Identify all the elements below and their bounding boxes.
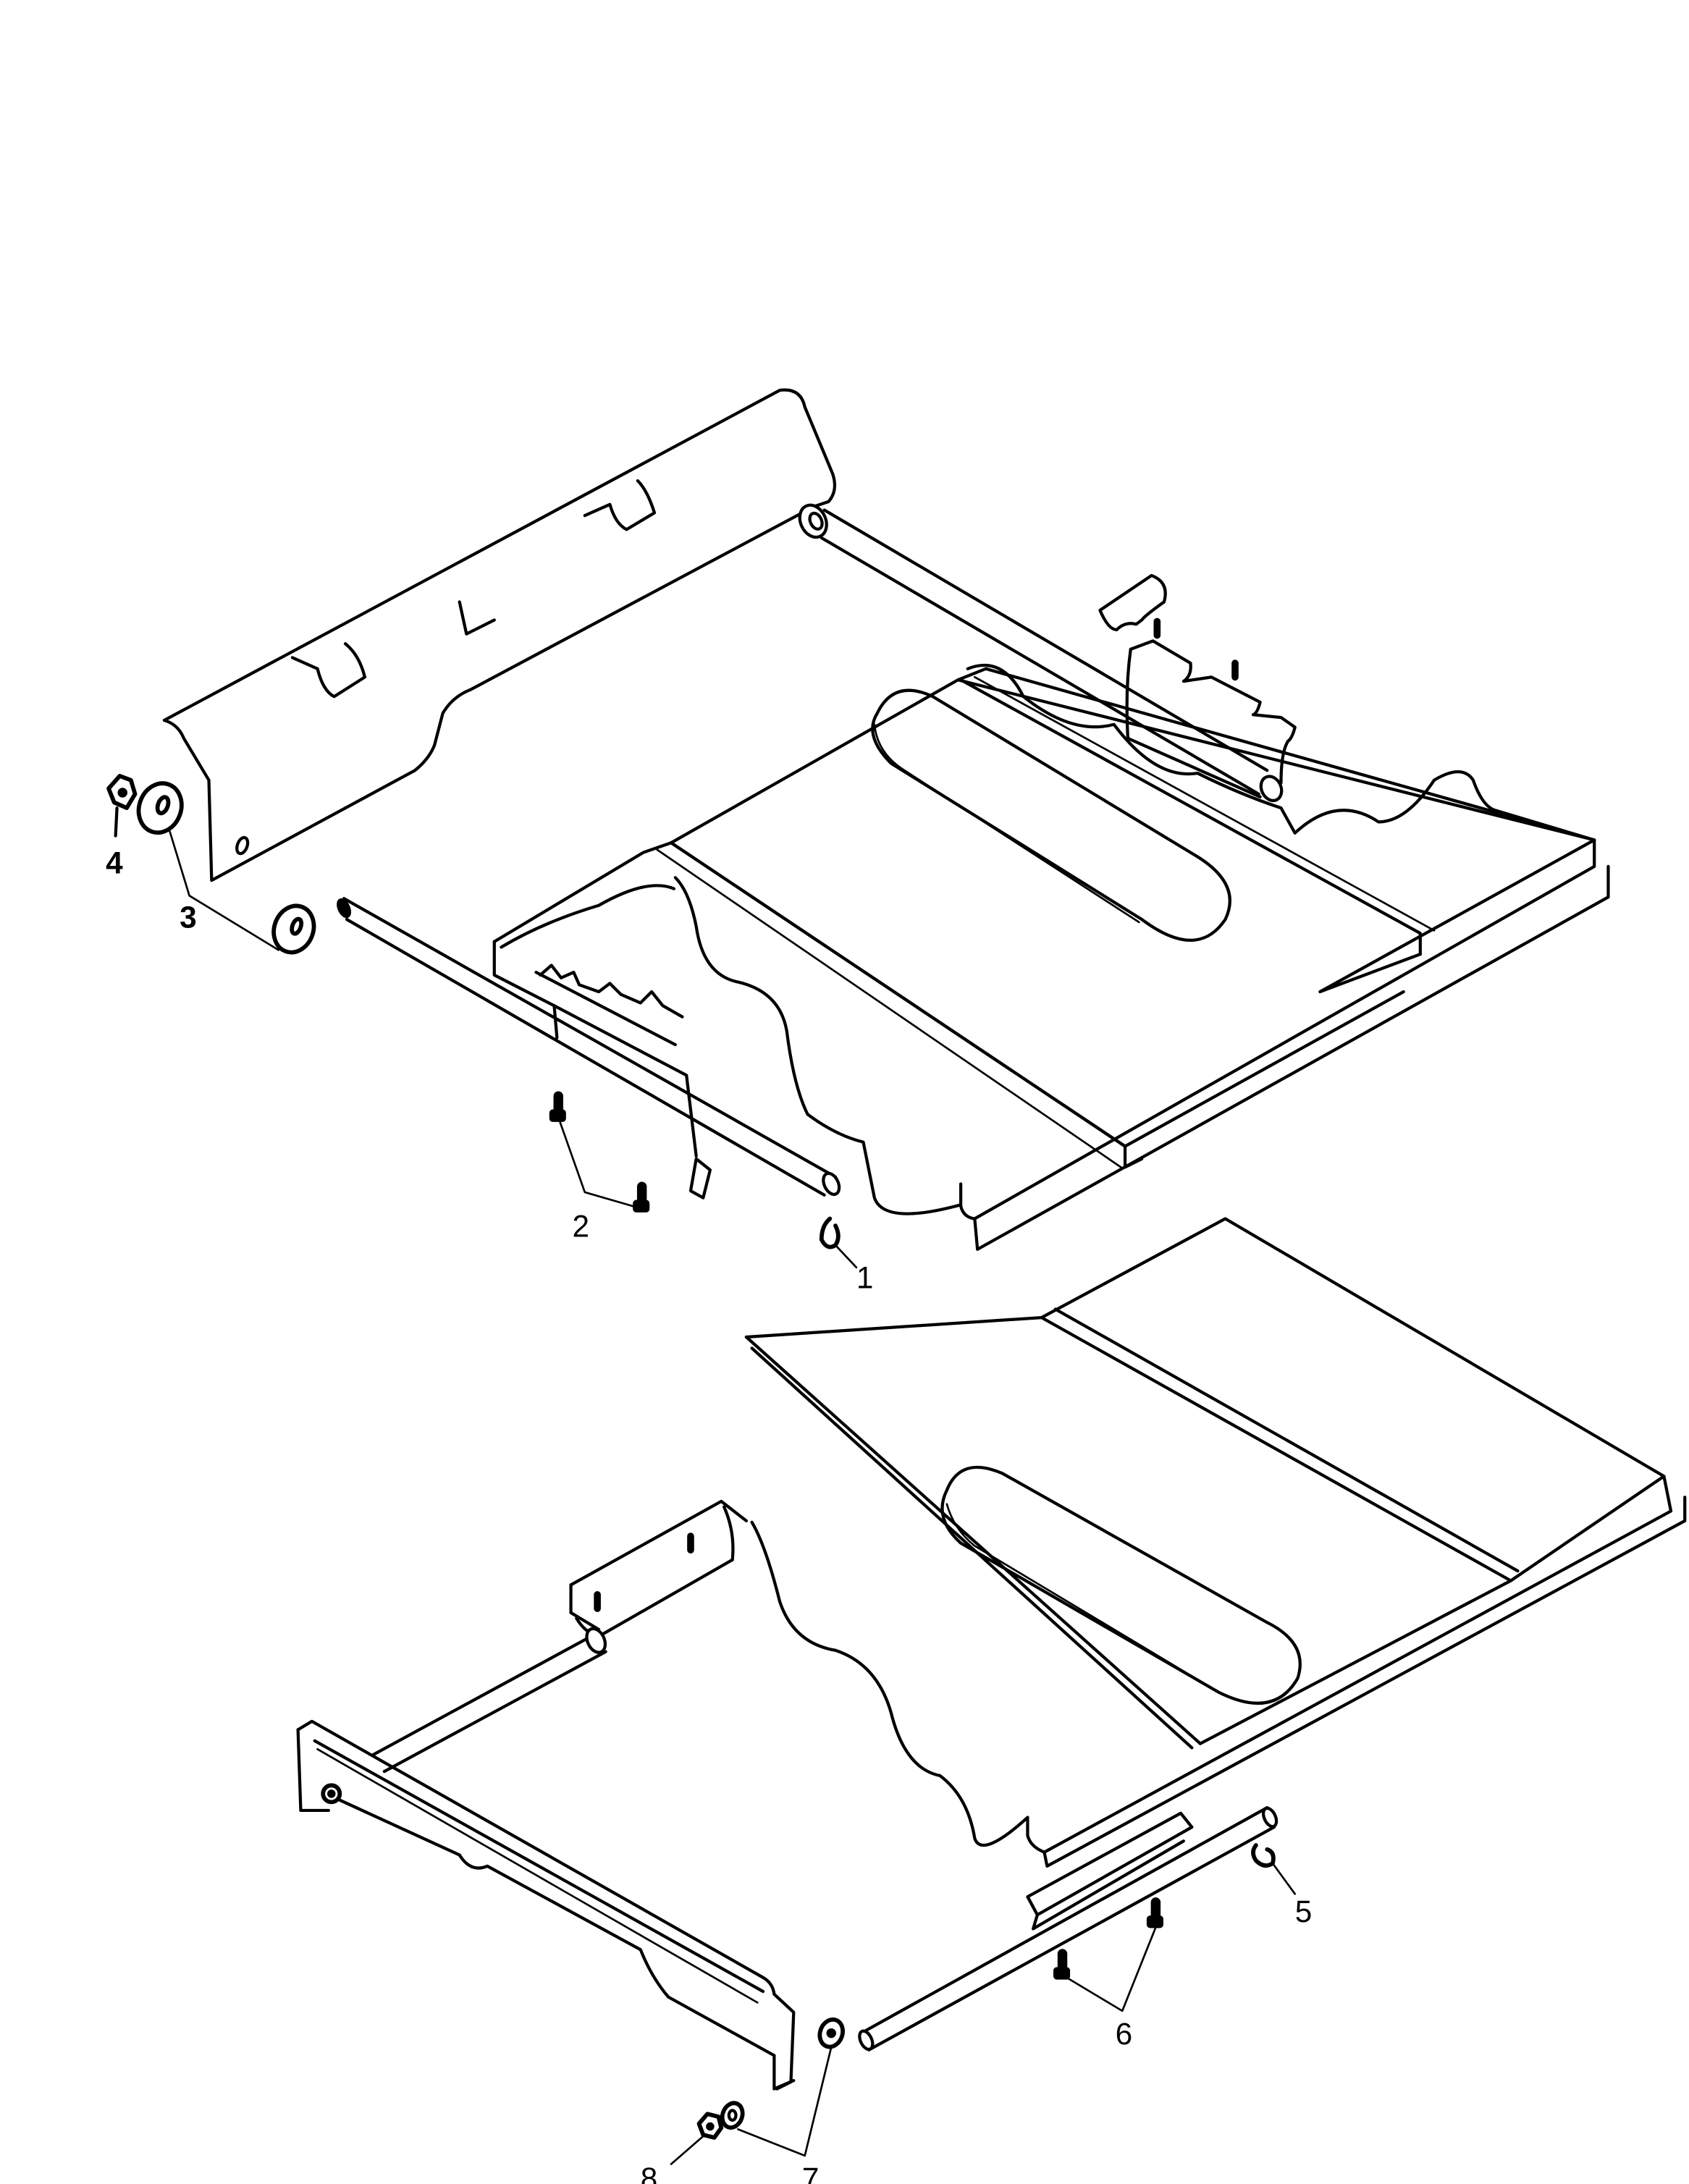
screws-6 (1053, 1897, 1163, 2012)
upper-assembly (106, 388, 1610, 1269)
callout-7: 7 (802, 2162, 820, 2184)
callout-3: 3 (180, 901, 197, 935)
lower-table-top (569, 1217, 1687, 1868)
lower-rear-rod (371, 1627, 607, 1774)
leader-3 (169, 830, 280, 951)
lower-side-rail (296, 1719, 796, 2091)
callout-5: 5 (1295, 1894, 1313, 1928)
upper-rear-rod (798, 503, 1284, 803)
flat-washer-7a (817, 2017, 845, 2049)
callout-1: 1 (856, 1261, 874, 1295)
lower-front-rod (858, 1805, 1279, 2052)
callout-4: 4 (106, 846, 123, 880)
leader-7 (737, 2046, 833, 2157)
callout-6: 6 (1116, 2017, 1133, 2051)
upper-side-rail-plate (162, 388, 837, 882)
flat-washer-3a (136, 781, 184, 835)
callout-2: 2 (572, 1210, 589, 1244)
callout-8: 8 (641, 2162, 658, 2184)
flat-washer-3b (271, 903, 316, 955)
e-clip-1 (819, 1216, 858, 1269)
callout-labels: 1 2 3 4 5 6 7 8 (106, 846, 1312, 2184)
flat-washer-7b (720, 2101, 745, 2130)
screws-2 (549, 1091, 650, 1213)
e-clip-5 (1251, 1843, 1297, 1895)
lower-assembly (296, 1217, 1687, 2165)
hex-nut-8 (670, 2112, 724, 2165)
upper-right-bracket (1098, 573, 1297, 798)
upper-front-rod (337, 897, 841, 1199)
hex-nut-4 (106, 774, 138, 838)
upper-table-top (492, 663, 1610, 1251)
